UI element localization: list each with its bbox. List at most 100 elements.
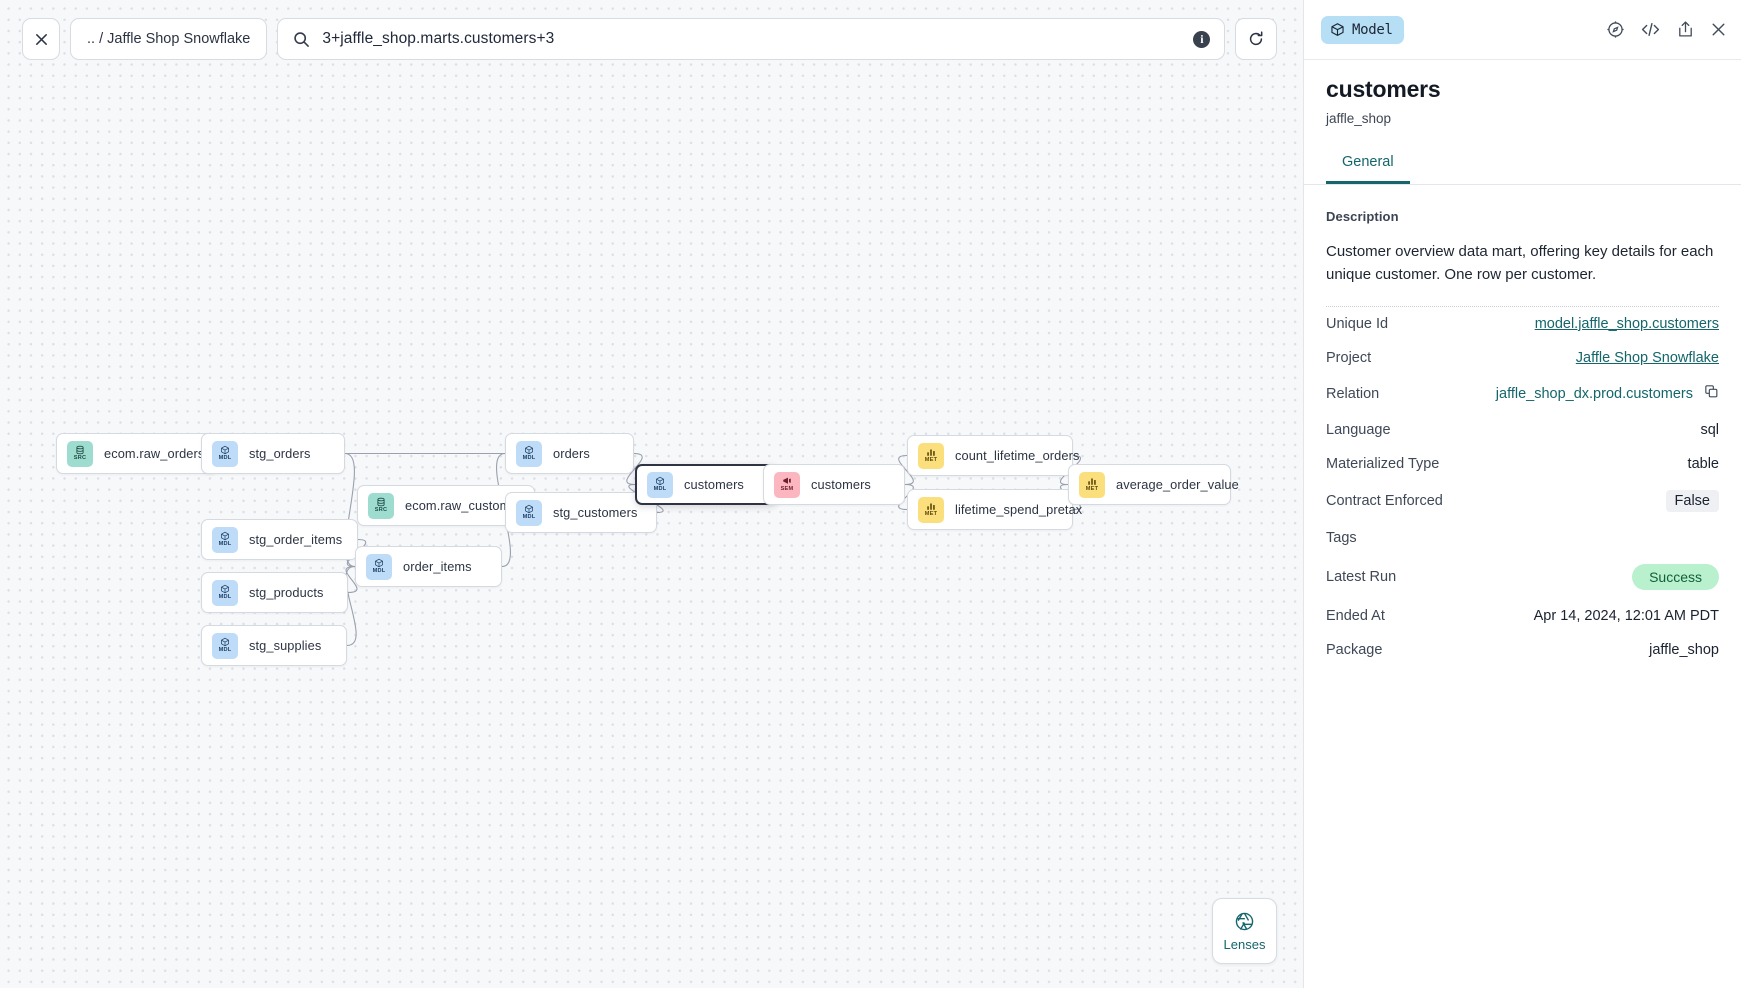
property-value[interactable]: model.jaffle_shop.customers — [1534, 315, 1719, 332]
node-type-badge-sem: SEM — [774, 471, 800, 498]
resource-type-chip[interactable]: Model — [1321, 15, 1404, 44]
graph-node-label: ecom.raw_customers — [405, 498, 529, 513]
graph-node-label: order_items — [403, 559, 472, 574]
node-type-badge-mdl: MDL — [212, 632, 238, 659]
aperture-icon — [1235, 912, 1254, 930]
graph-node-label: lifetime_spend_pretax — [955, 502, 1083, 517]
search-input[interactable] — [322, 30, 1182, 48]
graph-node-stg_order_items[interactable]: MDL stg_order_items — [201, 519, 358, 560]
property-key: Project — [1326, 349, 1372, 366]
property-value: jaffle_shop_dx.prod.customers — [1496, 384, 1719, 404]
property-key: Package — [1326, 641, 1383, 658]
panel-body: Description Customer overview data mart,… — [1304, 185, 1741, 988]
graph-node-label: ecom.raw_orders — [104, 446, 205, 461]
graph-node-lifetime_spend_pretax[interactable]: MET lifetime_spend_pretax — [907, 489, 1082, 530]
node-type-badge-mdl: MDL — [516, 440, 542, 467]
property-key: Materialized Type — [1326, 455, 1440, 472]
lineage-search[interactable]: i — [277, 18, 1226, 60]
property-value[interactable]: Success — [1632, 563, 1719, 590]
divider — [1326, 305, 1719, 307]
graph-node-label: stg_orders — [249, 446, 311, 461]
graph-node-label: stg_products — [249, 585, 324, 600]
panel-topbar: Model — [1304, 0, 1741, 59]
property-row-unique-id: Unique Id model.jaffle_shop.customers — [1326, 307, 1719, 341]
tab-general[interactable]: General — [1326, 148, 1410, 184]
graph-node-stg_products[interactable]: MDL stg_products — [201, 572, 348, 613]
node-type-badge-src: SRC — [67, 440, 93, 467]
page-title: customers — [1326, 76, 1441, 102]
panel-subtitle: jaffle_shop — [1326, 111, 1392, 126]
property-key: Tags — [1326, 529, 1357, 546]
property-key: Ended At — [1326, 607, 1385, 624]
property-value: sql — [1700, 421, 1719, 438]
graph-node-stg_supplies[interactable]: MDL stg_supplies — [201, 625, 347, 666]
graph-node-stg_orders[interactable]: MDL stg_orders — [201, 433, 345, 474]
graph-node-label: orders — [553, 446, 590, 461]
description-text: Customer overview data mart, offering ke… — [1326, 243, 1714, 283]
property-value: jaffle_shop — [1649, 641, 1719, 658]
graph-node-stg_customers[interactable]: MDL stg_customers — [505, 492, 657, 533]
property-row-tags: Tags — [1326, 521, 1719, 555]
graph-node-label: stg_order_items — [249, 532, 343, 547]
property-key: Relation — [1326, 385, 1380, 402]
info-icon[interactable]: i — [1193, 30, 1211, 48]
graph-node-label: average_order_value — [1116, 477, 1239, 492]
graph-node-customers_model[interactable]: MDL customers — [635, 464, 777, 505]
copy-icon[interactable] — [1704, 384, 1719, 404]
resource-type-label: Model — [1352, 21, 1393, 38]
node-type-badge-mdl: MDL — [516, 499, 542, 526]
details-panel: Model — [1303, 0, 1741, 988]
property-row-package: Package jaffle_shop — [1326, 633, 1719, 667]
property-row-contract-enforced: Contract Enforced False — [1326, 481, 1719, 521]
property-value: Apr 14, 2024, 12:01 AM PDT — [1533, 607, 1719, 624]
graph-node-label: customers — [684, 477, 744, 492]
node-type-badge-mdl: MDL — [212, 440, 238, 467]
property-key: Latest Run — [1326, 568, 1397, 585]
search-icon — [294, 31, 310, 47]
panel-actions — [1606, 20, 1727, 39]
lenses-button[interactable]: Lenses — [1212, 898, 1277, 964]
refresh-icon — [1250, 31, 1263, 46]
graph-node-label: count_lifetime_orders — [955, 448, 1080, 463]
node-type-badge-met: MET — [1079, 471, 1105, 498]
breadcrumb[interactable]: .. / Jaffle Shop Snowflake — [70, 18, 268, 60]
cube-icon — [1331, 23, 1344, 36]
share-icon[interactable] — [1676, 20, 1695, 39]
panel-tabs: General — [1304, 148, 1741, 185]
node-type-badge-mdl: MDL — [212, 579, 238, 606]
node-type-badge-met: MET — [918, 496, 944, 523]
relation-link[interactable]: jaffle_shop_dx.prod.customers — [1495, 385, 1693, 402]
graph-node-customers_semantic[interactable]: SEM customers — [763, 464, 905, 505]
graph-node-ecom_raw_orders[interactable]: SRC ecom.raw_orders — [56, 433, 219, 474]
graph-node-label: customers — [811, 477, 871, 492]
property-value: False — [1665, 489, 1719, 512]
graph-node-average_order_value[interactable]: MET average_order_value — [1068, 464, 1239, 505]
refresh-button[interactable] — [1235, 18, 1278, 60]
property-key: Unique Id — [1326, 315, 1389, 332]
compass-icon[interactable] — [1606, 20, 1625, 39]
node-type-badge-met: MET — [918, 442, 944, 469]
graph-node-label: stg_supplies — [249, 638, 322, 653]
node-type-badge-mdl: MDL — [212, 526, 238, 553]
property-value: table — [1687, 455, 1719, 472]
node-type-badge-src: SRC — [368, 492, 394, 519]
code-icon[interactable] — [1640, 20, 1661, 39]
node-type-badge-mdl: MDL — [647, 471, 673, 498]
lenses-label: Lenses — [1223, 936, 1266, 952]
description-label: Description — [1326, 209, 1399, 224]
close-icon — [35, 33, 47, 45]
graph-node-count_lifetime_orders[interactable]: MET count_lifetime_orders — [907, 435, 1079, 476]
property-key: Contract Enforced — [1326, 492, 1443, 509]
canvas-toolbar: .. / Jaffle Shop Snowflake i — [22, 18, 1278, 60]
close-panel-icon[interactable] — [1710, 21, 1727, 38]
close-lineage-button[interactable] — [22, 18, 60, 60]
graph-node-orders[interactable]: MDL orders — [505, 433, 634, 474]
property-row-relation: Relation jaffle_shop_dx.prod.customers — [1326, 375, 1719, 413]
graph-node-label: stg_customers — [553, 505, 638, 520]
property-value[interactable]: Jaffle Shop Snowflake — [1575, 349, 1719, 366]
